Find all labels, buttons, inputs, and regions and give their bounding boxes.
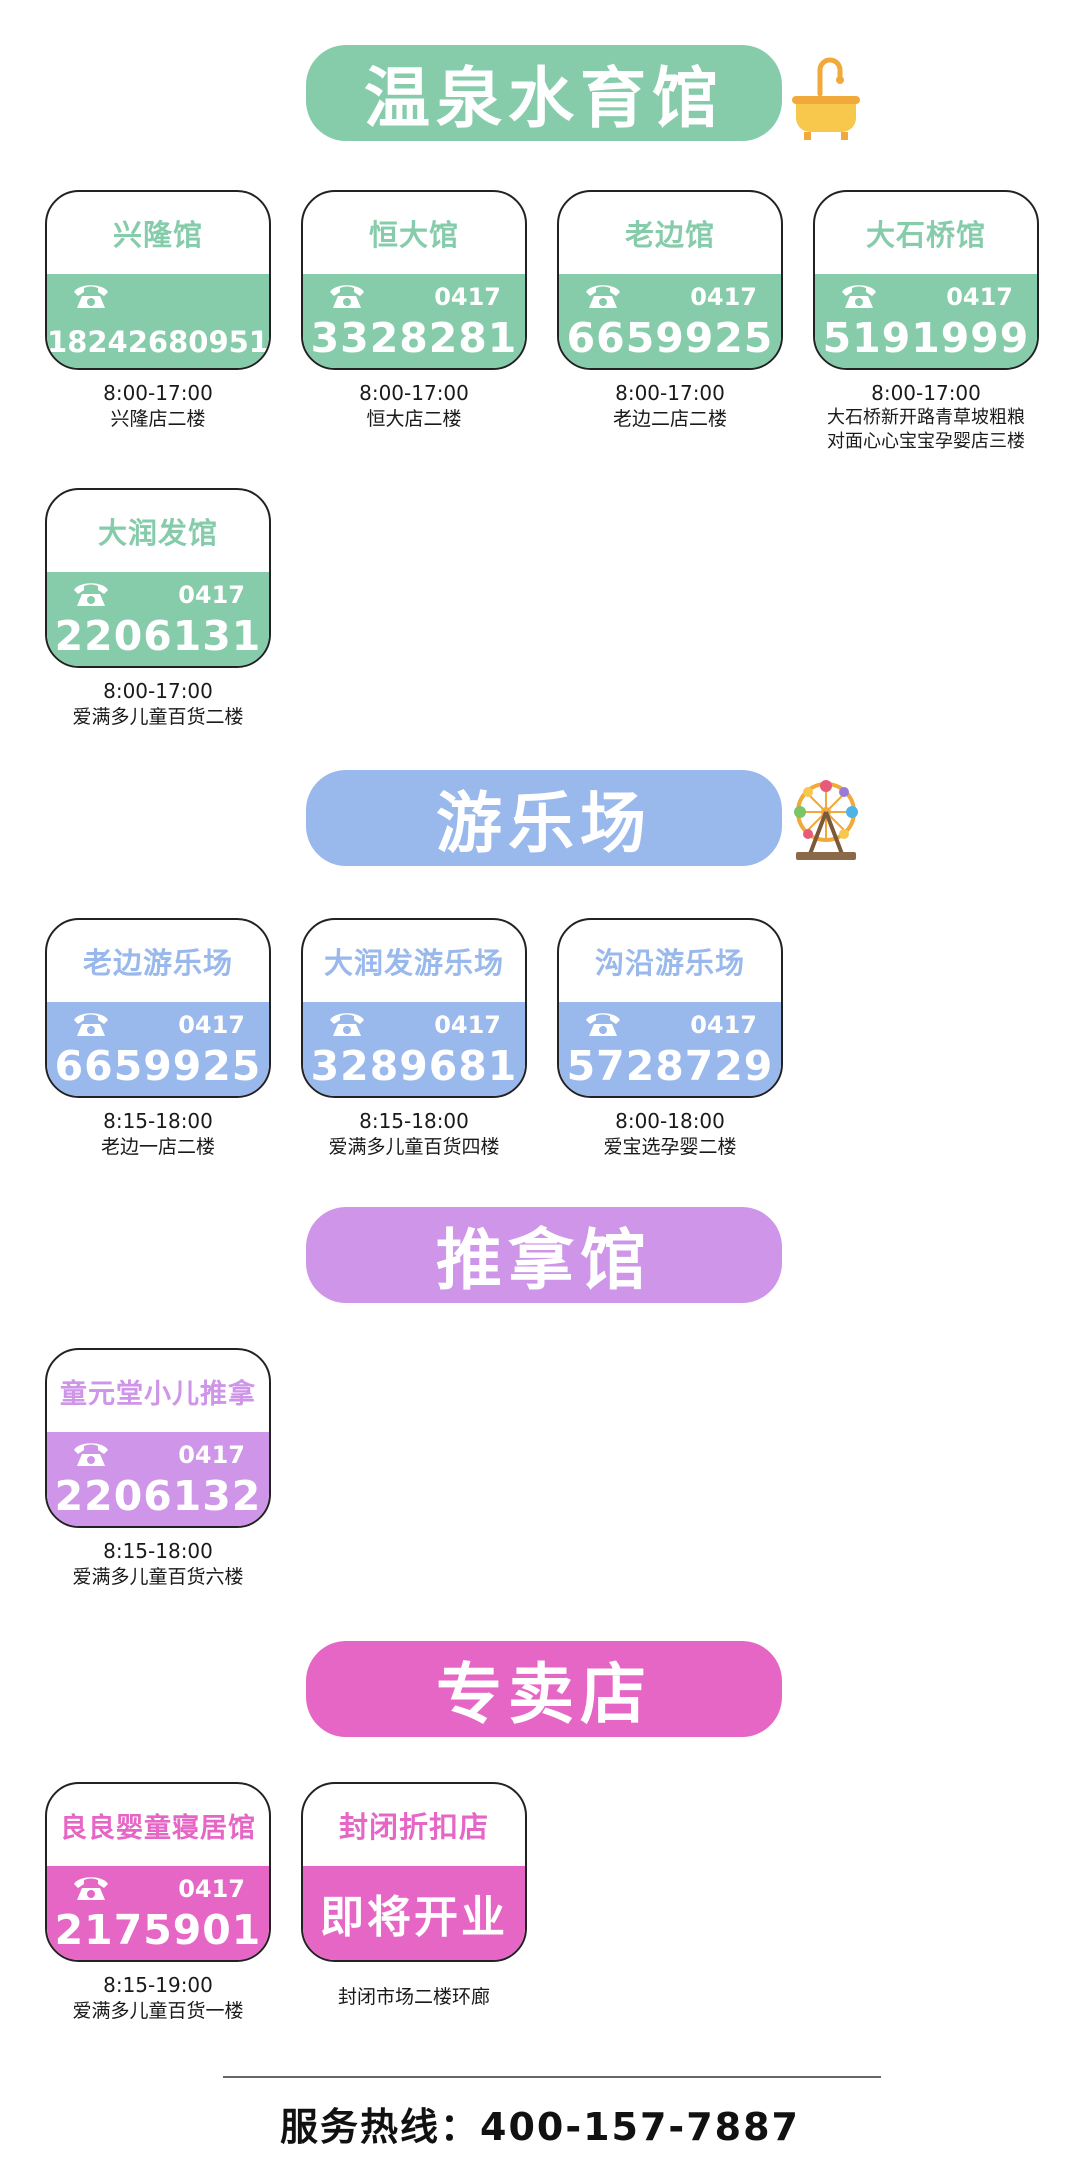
phone-number[interactable]: 2206131 (54, 612, 262, 660)
phone-number[interactable]: 6659925 (566, 314, 774, 362)
area-code: 0417 (434, 1011, 501, 1039)
venue-card[interactable]: 良良婴童寝居馆 0417 2175901 8:15-19:00 爱满多儿童百货一… (45, 1782, 271, 2025)
venue-name: 兴隆馆 (112, 218, 203, 252)
opening-hours: 8:00-18:00 (615, 1109, 725, 1133)
phone-icon (586, 1013, 620, 1036)
venue-card[interactable]: 沟沿游乐场 0417 5728729 8:00-18:00 爱宝选孕婴二楼 (557, 918, 783, 1161)
phone-number[interactable]: 3328281 (310, 314, 518, 362)
venue-address: 爱满多儿童百货六楼 (72, 1566, 244, 1588)
opening-hours: 8:00-17:00 (615, 381, 725, 405)
venue-address: 老边一店二楼 (100, 1136, 215, 1158)
phone-icon (74, 1443, 108, 1466)
area-code: 0417 (178, 1441, 245, 1469)
opening-hours: 8:00-17:00 (871, 381, 981, 405)
venue-name: 大石桥馆 (865, 218, 986, 252)
venue-card[interactable]: 大润发游乐场 0417 3289681 8:15-18:00 爱满多儿童百货四楼 (301, 918, 527, 1161)
phone-number[interactable]: 3289681 (310, 1042, 518, 1090)
venue-name: 沟沿游乐场 (594, 946, 745, 980)
venue-name: 大润发游乐场 (323, 946, 504, 980)
section-title: 专卖店 (436, 1656, 652, 1733)
opening-hours: 8:15-19:00 (103, 1973, 213, 1997)
venue-address: 老边二店二楼 (612, 408, 727, 430)
store-cards: 良良婴童寝居馆 0417 2175901 8:15-19:00 爱满多儿童百货一… (45, 1782, 1035, 2025)
phone-number[interactable]: 5728729 (566, 1042, 774, 1090)
section-banner-store: 专卖店 (306, 1641, 782, 1737)
area-code: 0417 (946, 283, 1013, 311)
venue-address: 封闭市场二楼环廊 (337, 1986, 490, 2008)
phone-icon (74, 583, 108, 606)
venue-address: 兴隆店二楼 (110, 408, 206, 430)
opening-hours: 8:00-17:00 (103, 381, 213, 405)
venue-address-line-2: 对面心心宝宝孕婴店三楼 (827, 431, 1025, 452)
venue-address: 爱满多儿童百货二楼 (72, 706, 244, 728)
opening-hours: 8:15-18:00 (103, 1539, 213, 1563)
area-code: 0417 (690, 1011, 757, 1039)
venue-address: 恒大店二楼 (366, 408, 462, 430)
phone-icon (330, 1013, 364, 1036)
phone-number[interactable]: 6659925 (54, 1042, 262, 1090)
service-hotline[interactable]: 服务热线：400-157-7887 (280, 2105, 800, 2149)
opening-hours: 8:15-18:00 (103, 1109, 213, 1133)
phone-icon (586, 285, 620, 308)
venue-name: 良良婴童寝居馆 (60, 1812, 256, 1844)
area-code: 0417 (434, 283, 501, 311)
venue-card[interactable]: 老边游乐场 0417 6659925 8:15-18:00 老边一店二楼 (45, 918, 271, 1161)
venue-name: 老边馆 (624, 218, 715, 252)
venue-card[interactable]: 大石桥馆 0417 5191999 8:00-17:00 大石桥新开路青草坡粗粮… (813, 190, 1039, 454)
venue-name: 童元堂小儿推拿 (60, 1378, 256, 1410)
phone-icon (74, 1013, 108, 1036)
venue-name: 封闭折扣店 (338, 1810, 489, 1844)
phone-number[interactable]: 5191999 (822, 314, 1030, 362)
hot-spring-cards: 兴隆馆 18242680951 8:00-17:00 兴隆店二楼 恒大馆 (45, 190, 1039, 731)
section-banner-hot-spring: 温泉水育馆 (306, 45, 782, 141)
venue-name: 恒大馆 (368, 218, 459, 252)
phone-number[interactable]: 18242680951 (47, 325, 269, 359)
venue-card[interactable]: 封闭折扣店 即将开业 封闭市场二楼环廊 (301, 1782, 527, 2025)
section-banner-massage: 推拿馆 (306, 1207, 782, 1303)
section-title: 温泉水育馆 (364, 60, 724, 137)
phone-icon (74, 1877, 108, 1900)
phone-number[interactable]: 2175901 (54, 1906, 262, 1954)
playground-cards: 老边游乐场 0417 6659925 8:15-18:00 老边一店二楼 大润发… (45, 918, 1035, 1161)
footer-divider (223, 2076, 881, 2078)
area-code: 0417 (178, 1875, 245, 1903)
opening-hours: 8:00-17:00 (359, 381, 469, 405)
phone-number[interactable]: 2206132 (54, 1472, 262, 1520)
section-title: 推拿馆 (436, 1222, 652, 1299)
area-code: 0417 (178, 581, 245, 609)
venue-card[interactable]: 大润发馆 0417 2206131 8:00-17:00 爱满多儿童百货二楼 (45, 488, 271, 731)
massage-cards: 童元堂小儿推拿 0417 2206132 8:15-18:00 爱满多儿童百货六… (45, 1348, 1035, 1591)
venue-card[interactable]: 恒大馆 0417 3328281 8:00-17:00 恒大店二楼 (301, 190, 527, 454)
venue-card[interactable]: 童元堂小儿推拿 0417 2206132 8:15-18:00 爱满多儿童百货六… (45, 1348, 271, 1591)
venue-card[interactable]: 兴隆馆 18242680951 8:00-17:00 兴隆店二楼 (45, 190, 271, 454)
venue-name: 老边游乐场 (82, 946, 233, 980)
opening-hours: 8:00-17:00 (103, 679, 213, 703)
opening-hours: 8:15-18:00 (359, 1109, 469, 1133)
phone-icon (74, 285, 108, 308)
phone-icon (842, 285, 876, 308)
area-code: 0417 (690, 283, 757, 311)
venue-address: 爱宝选孕婴二楼 (603, 1136, 737, 1158)
venue-address: 爱满多儿童百货四楼 (328, 1136, 500, 1158)
phone-icon (330, 285, 364, 308)
ferris-wheel-icon (794, 780, 858, 860)
coming-soon-label: 即将开业 (320, 1892, 508, 1943)
venue-name: 大润发馆 (97, 516, 218, 550)
venue-address: 大石桥新开路青草坡粗粮 (827, 407, 1025, 428)
venue-card[interactable]: 老边馆 0417 6659925 8:00-17:00 老边二店二楼 (557, 190, 783, 454)
section-banner-playground: 游乐场 (306, 770, 782, 866)
bathtub-icon (792, 57, 860, 140)
section-title: 游乐场 (436, 785, 652, 862)
venue-address: 爱满多儿童百货一楼 (72, 2000, 244, 2022)
area-code: 0417 (178, 1011, 245, 1039)
